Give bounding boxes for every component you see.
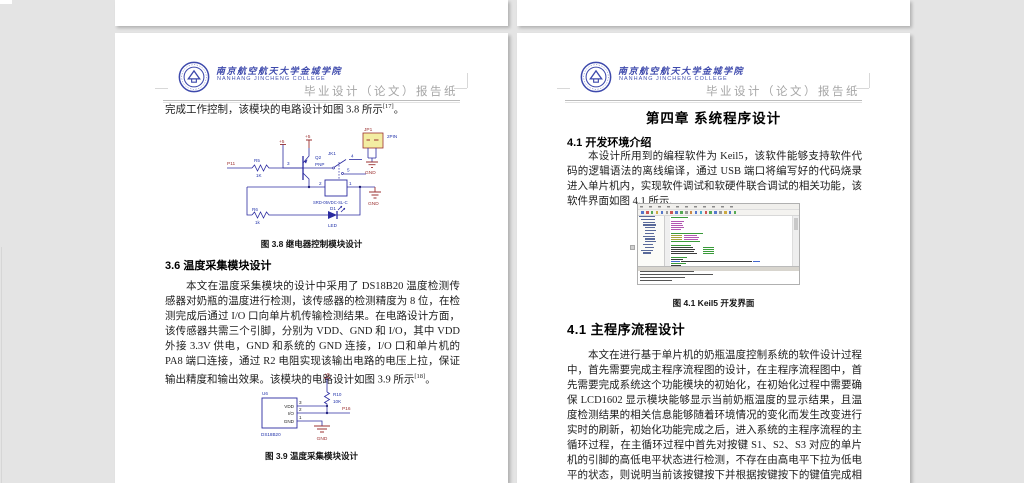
intro-end: 。 — [393, 104, 405, 116]
figure-3-8-relay-circuit: P11 R5 1K +5 Q2 PNP 2 1 GND SRD-05VDC-SL… — [227, 127, 397, 228]
prev-page-bottom-right — [517, 0, 910, 26]
section-heading-3-6: 3.6 温度采集模块设计 — [165, 260, 272, 272]
label-pin3: 3 — [287, 161, 290, 166]
margin-crop-mark — [869, 73, 870, 88]
header-rule — [565, 100, 862, 101]
prev-page-corner-sliver — [0, 0, 12, 4]
keil-code-editor — [671, 217, 793, 266]
header-rule — [163, 100, 460, 101]
label-u6: U6 — [262, 391, 268, 396]
figure-3-9-temperature-circuit: U6 VDD I/O GND 3 2 1 DS18B20 +5 R10 10K … — [261, 372, 351, 442]
figure-4-1-keil-ide — [637, 203, 800, 285]
label-plus5-b: +5 — [279, 139, 285, 145]
paragraph-4-2: 本文在进行基于单片机的奶瓶温度控制系统的软件设计过程中，首先需要完成主程序流程图… — [567, 350, 862, 481]
label-relay-part: SRD-05VDC-SL-C — [313, 200, 348, 205]
label-p11: P11 — [227, 161, 236, 167]
keil-scrollbar — [792, 216, 799, 266]
university-logo — [178, 61, 210, 93]
university-name-en: NANHANG JINCHENG COLLEGE — [217, 76, 326, 82]
margin-crop-mark — [155, 88, 168, 89]
label-q2: Q2 — [315, 155, 322, 160]
figure-4-1-caption: 图 4.1 Keil5 开发界面 — [672, 298, 755, 308]
section-heading-4-1b: 4.1 主程序流程设计 — [567, 322, 686, 337]
label-pin4: 4 — [351, 154, 354, 159]
label-d1: D1 — [330, 206, 336, 211]
label-plus5: +5 — [324, 372, 330, 378]
figure-3-8-caption: 图 3.8 继电器控制模块设计 — [260, 239, 363, 249]
report-paper-label: 毕业设计（论文）报告纸 — [706, 86, 860, 98]
university-name-cn: 南京航空航天大学金城学院 — [216, 66, 343, 76]
label-pin2: 2 — [319, 181, 322, 186]
label-pnp: PNP — [315, 162, 324, 167]
label-r5: R5 — [254, 158, 260, 163]
section-heading-4-1a: 4.1 开发环境介绍 — [567, 137, 652, 149]
page-left: 南京航空航天大学金城学院 NANHANG JINCHENG COLLEGE 毕业… — [115, 33, 508, 483]
keil-build-output — [640, 271, 799, 285]
label-2pin: 2PIN — [387, 134, 397, 139]
label-pin2: 2 — [299, 407, 302, 412]
university-logo — [580, 61, 612, 93]
paragraph-3-6: 本文在温度采集模块的设计中采用了 DS18B20 温度检测传感器对奶瓶的温度进行… — [165, 279, 460, 388]
label-jk1: JK1 — [328, 151, 336, 156]
label-r10: R10 — [333, 392, 342, 397]
label-r6-value: 1k — [255, 220, 261, 225]
label-led: LED — [328, 223, 338, 228]
keil-line-number-gutter — [665, 216, 670, 266]
keil-splitter — [638, 266, 799, 271]
para-end: 。 — [425, 374, 436, 386]
header-rule-2 — [163, 102, 460, 103]
label-pin1: 1 — [349, 181, 352, 186]
label-vdd: VDD — [284, 404, 294, 409]
para-text: 本文在温度采集模块的设计中采用了 DS18B20 温度检测传感器对奶瓶的温度进行… — [165, 281, 460, 386]
prev-page-bottom-left — [115, 0, 508, 26]
label-pin5: 5 — [347, 168, 350, 173]
label-p16: P16 — [342, 406, 351, 412]
label-gnd-top: GND — [365, 170, 376, 176]
paragraph-intro: 完成工作控制，该模块的电路设计如图 3.8 所示[17]。 — [165, 99, 460, 118]
intro-text: 完成工作控制，该模块的电路设计如图 3.8 所示 — [165, 104, 383, 116]
margin-crop-mark — [856, 88, 869, 89]
label-jp1: JP1 — [364, 127, 373, 133]
label-r5-value: 1K — [256, 173, 263, 178]
university-name-en: NANHANG JINCHENG COLLEGE — [619, 76, 728, 82]
keil-menubar — [638, 204, 799, 210]
page-right: 南京航空航天大学金城学院 NANHANG JINCHENG COLLEGE 毕业… — [517, 33, 910, 483]
adjacent-page-edge — [1, 247, 2, 483]
margin-crop-mark — [557, 88, 570, 89]
label-plus5: +5 — [305, 134, 311, 140]
label-gnd: GND — [317, 436, 328, 442]
keil-project-tree — [638, 216, 665, 266]
report-paper-label: 毕业设计（论文）报告纸 — [304, 86, 458, 98]
keil-toolbar — [638, 210, 799, 216]
label-r6: R6 — [252, 207, 258, 212]
label-pin1: 1 — [299, 415, 302, 420]
chapter-title: 第四章 系统程序设计 — [645, 111, 782, 126]
label-pin3: 3 — [299, 400, 302, 405]
citation-17: [17] — [382, 103, 394, 110]
figure-3-9-caption: 图 3.9 温度采集模块设计 — [264, 451, 359, 461]
margin-crop-mark — [454, 88, 467, 89]
keil-scrollbar-thumb — [794, 218, 798, 230]
label-ds18b20: DS18B20 — [261, 432, 281, 437]
paragraph-4-1: 本设计所用到的编程软件为 Keil5，该软件能够支持软件代码的逻辑语法的离线编译… — [567, 151, 862, 207]
citation-18: [18] — [414, 373, 426, 380]
header-rule-2 — [565, 102, 862, 103]
label-gnd-pin: GND — [284, 419, 295, 424]
label-gnd-right: GND — [368, 201, 379, 207]
margin-crop-mark — [467, 73, 468, 88]
university-name-cn: 南京航空航天大学金城学院 — [618, 66, 745, 76]
keil-main-area — [638, 216, 799, 266]
label-io: I/O — [288, 411, 295, 416]
label-r10-value: 10K — [333, 399, 342, 404]
image-anchor-mark — [630, 245, 635, 250]
